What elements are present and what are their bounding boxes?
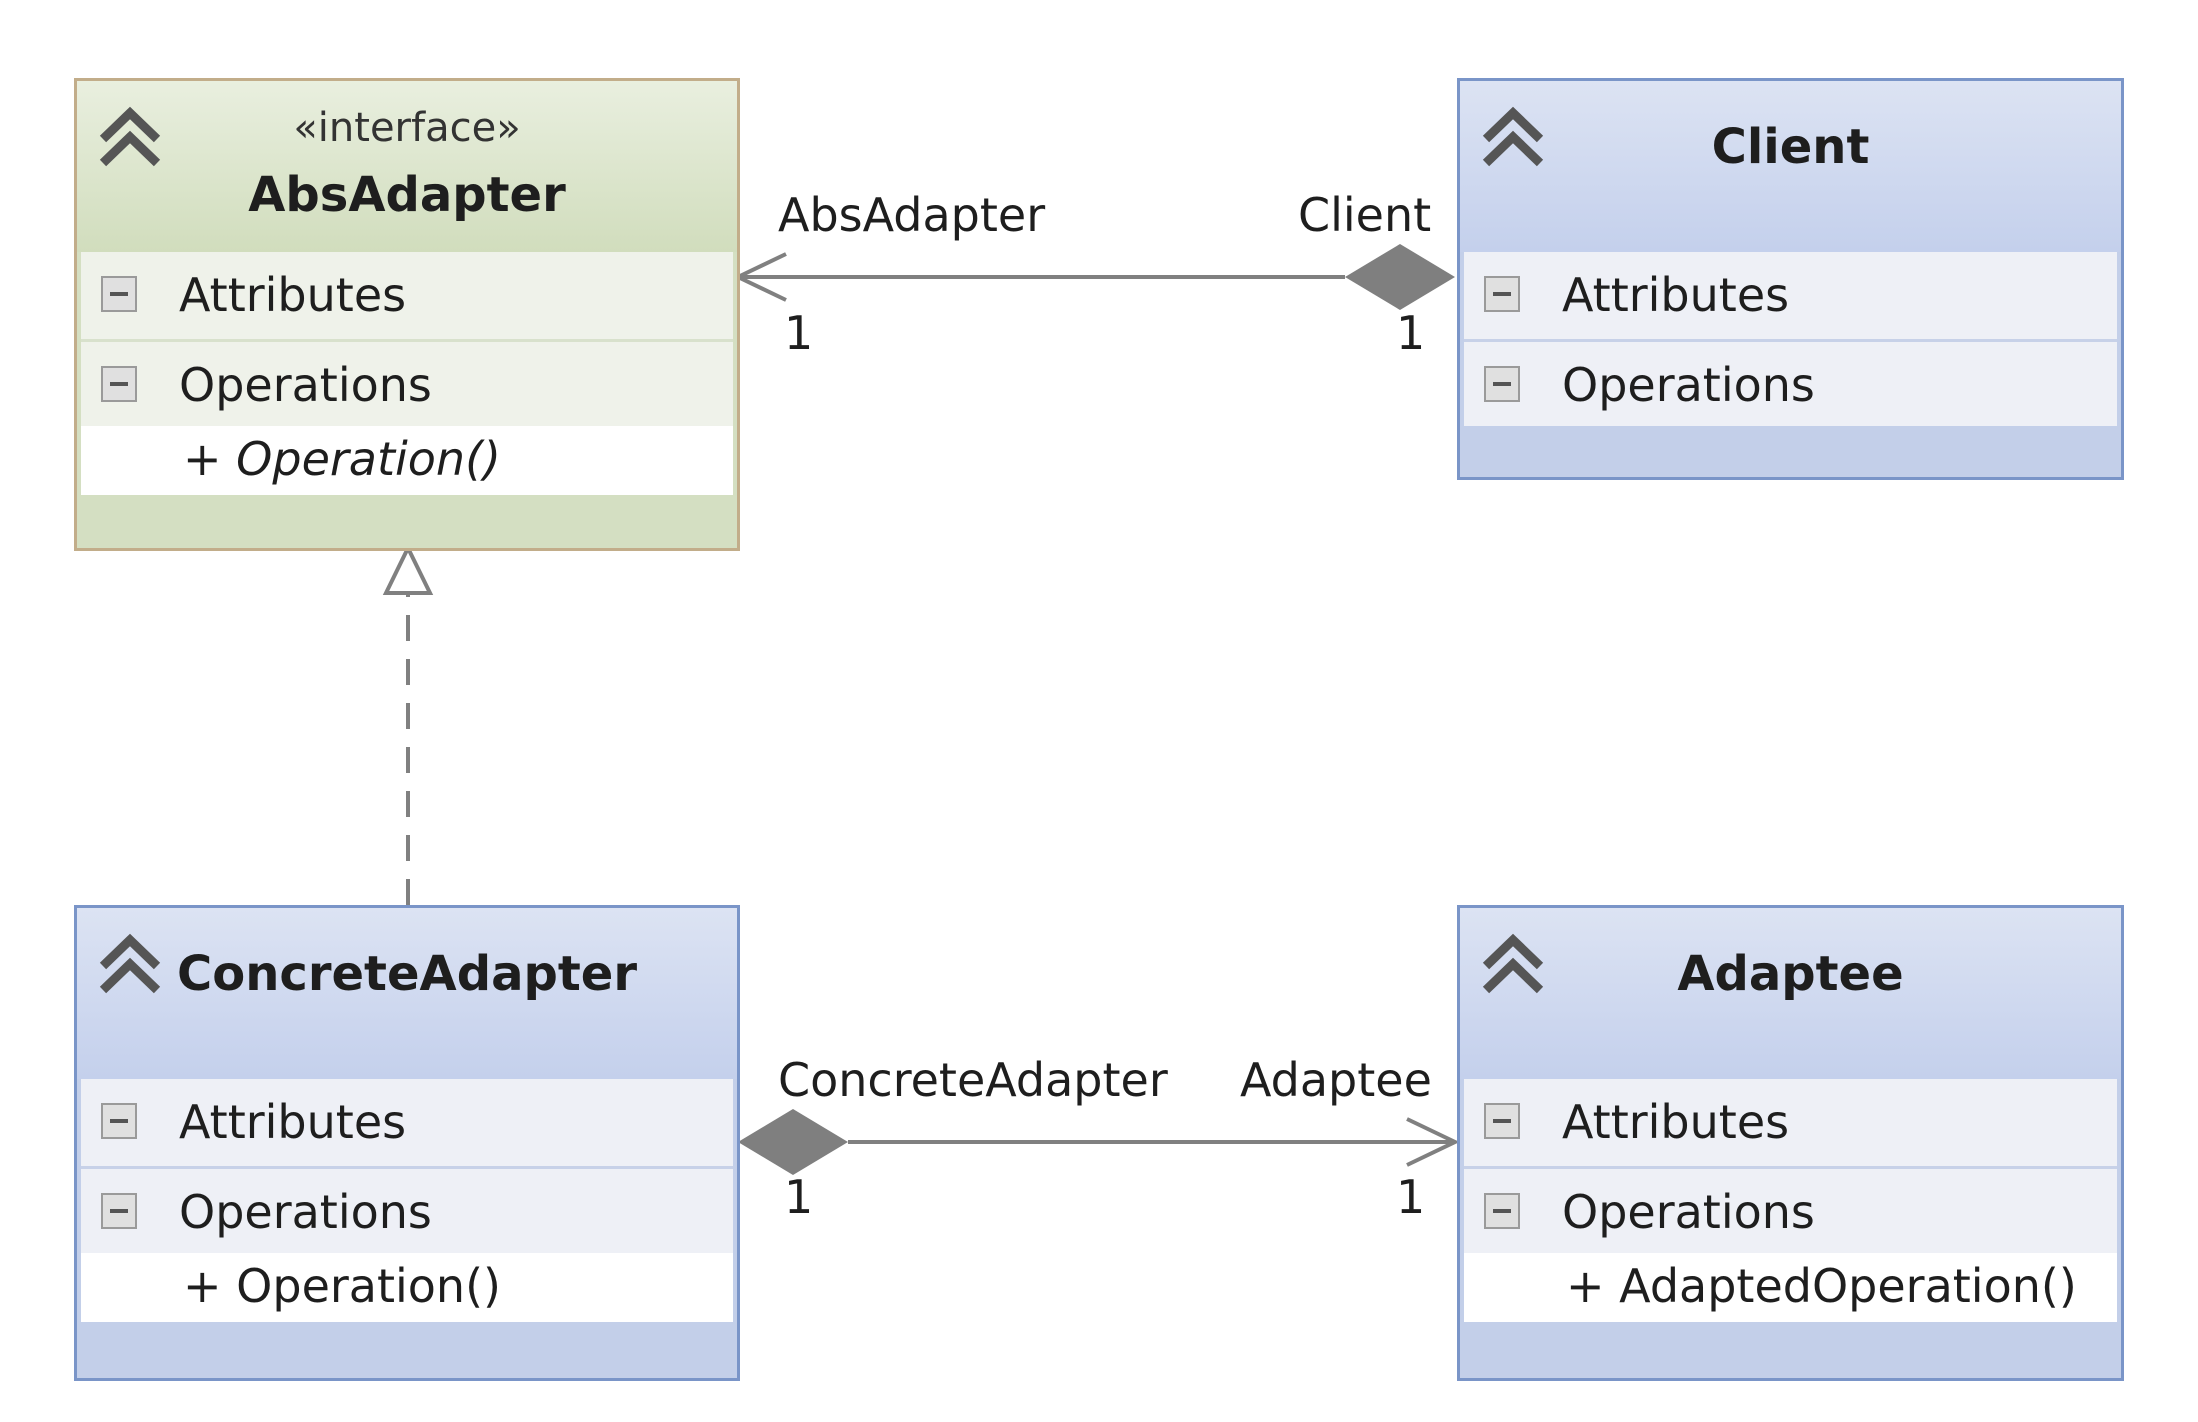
multiplicity-label: 1 bbox=[784, 1170, 814, 1224]
attributes-label: Attributes bbox=[1562, 1095, 1790, 1149]
collapse-toggle-icon[interactable] bbox=[1484, 1103, 1520, 1139]
composition-diamond-icon bbox=[1345, 244, 1455, 310]
collapse-toggle-icon[interactable] bbox=[101, 1193, 137, 1229]
open-arrowhead-icon bbox=[1406, 1117, 1460, 1167]
collapse-toggle-icon[interactable] bbox=[101, 276, 137, 312]
class-header: ConcreteAdapter bbox=[77, 908, 737, 1079]
class-name: ConcreteAdapter bbox=[177, 946, 637, 1002]
attributes-label: Attributes bbox=[179, 1095, 407, 1149]
operation-item[interactable]: + AdaptedOperation() bbox=[1464, 1253, 2117, 1322]
attributes-compartment: Attributes bbox=[1464, 1079, 2117, 1166]
hollow-triangle-icon bbox=[382, 543, 434, 595]
class-header: «interface» AbsAdapter bbox=[77, 81, 737, 252]
operations-compartment: Operations bbox=[1464, 339, 2117, 426]
operation-item[interactable]: + Operation() bbox=[81, 426, 733, 495]
association-concreteadapter-adaptee[interactable] bbox=[738, 1109, 1460, 1175]
multiplicity-label: 1 bbox=[1396, 1170, 1426, 1224]
operations-compartment: Operations bbox=[81, 339, 733, 426]
collapse-toggle-icon[interactable] bbox=[1484, 1193, 1520, 1229]
class-header: Client bbox=[1460, 81, 2121, 252]
collapse-chevrons-icon[interactable] bbox=[95, 99, 165, 169]
attributes-compartment: Attributes bbox=[1464, 252, 2117, 339]
operations-label: Operations bbox=[1562, 358, 1815, 412]
operations-label: Operations bbox=[179, 358, 432, 412]
role-label-concreteadapter: ConcreteAdapter bbox=[778, 1053, 1168, 1107]
collapse-chevrons-icon[interactable] bbox=[1478, 99, 1548, 169]
role-label-client: Client bbox=[1298, 188, 1432, 242]
class-name: AbsAdapter bbox=[248, 167, 566, 223]
multiplicity-label: 1 bbox=[1396, 306, 1426, 360]
collapse-chevrons-icon[interactable] bbox=[95, 926, 165, 996]
realization-concreteadapter-absadapter[interactable] bbox=[382, 543, 434, 905]
collapse-chevrons-icon[interactable] bbox=[1478, 926, 1548, 996]
class-name: Adaptee bbox=[1677, 946, 1904, 1002]
association-client-absadapter[interactable] bbox=[733, 244, 1455, 310]
attributes-compartment: Attributes bbox=[81, 252, 733, 339]
class-concreteadapter[interactable]: ConcreteAdapter Attributes Operations + … bbox=[74, 905, 740, 1381]
collapse-toggle-icon[interactable] bbox=[1484, 366, 1520, 402]
operations-label: Operations bbox=[179, 1185, 432, 1239]
attributes-compartment: Attributes bbox=[81, 1079, 733, 1166]
collapse-toggle-icon[interactable] bbox=[101, 1103, 137, 1139]
operation-signature: + Operation() bbox=[183, 432, 501, 486]
operations-compartment: Operations bbox=[1464, 1166, 2117, 1253]
collapse-toggle-icon[interactable] bbox=[101, 366, 137, 402]
composition-diamond-icon bbox=[738, 1109, 848, 1175]
operations-compartment: Operations bbox=[81, 1166, 733, 1253]
attributes-label: Attributes bbox=[1562, 268, 1790, 322]
collapse-toggle-icon[interactable] bbox=[1484, 276, 1520, 312]
operation-signature: + Operation() bbox=[183, 1259, 501, 1313]
class-adaptee[interactable]: Adaptee Attributes Operations + AdaptedO… bbox=[1457, 905, 2124, 1381]
operations-label: Operations bbox=[1562, 1185, 1815, 1239]
stereotype-label: «interface» bbox=[293, 105, 521, 151]
class-header: Adaptee bbox=[1460, 908, 2121, 1079]
class-name: Client bbox=[1711, 119, 1870, 175]
multiplicity-label: 1 bbox=[784, 306, 814, 360]
role-label-adaptee: Adaptee bbox=[1240, 1053, 1432, 1107]
operation-item[interactable]: + Operation() bbox=[81, 1253, 733, 1322]
attributes-label: Attributes bbox=[179, 268, 407, 322]
role-label-absadapter: AbsAdapter bbox=[778, 188, 1046, 242]
class-client[interactable]: Client Attributes Operations bbox=[1457, 78, 2124, 480]
operation-signature: + AdaptedOperation() bbox=[1566, 1259, 2077, 1313]
class-absadapter[interactable]: «interface» AbsAdapter Attributes Operat… bbox=[74, 78, 740, 551]
